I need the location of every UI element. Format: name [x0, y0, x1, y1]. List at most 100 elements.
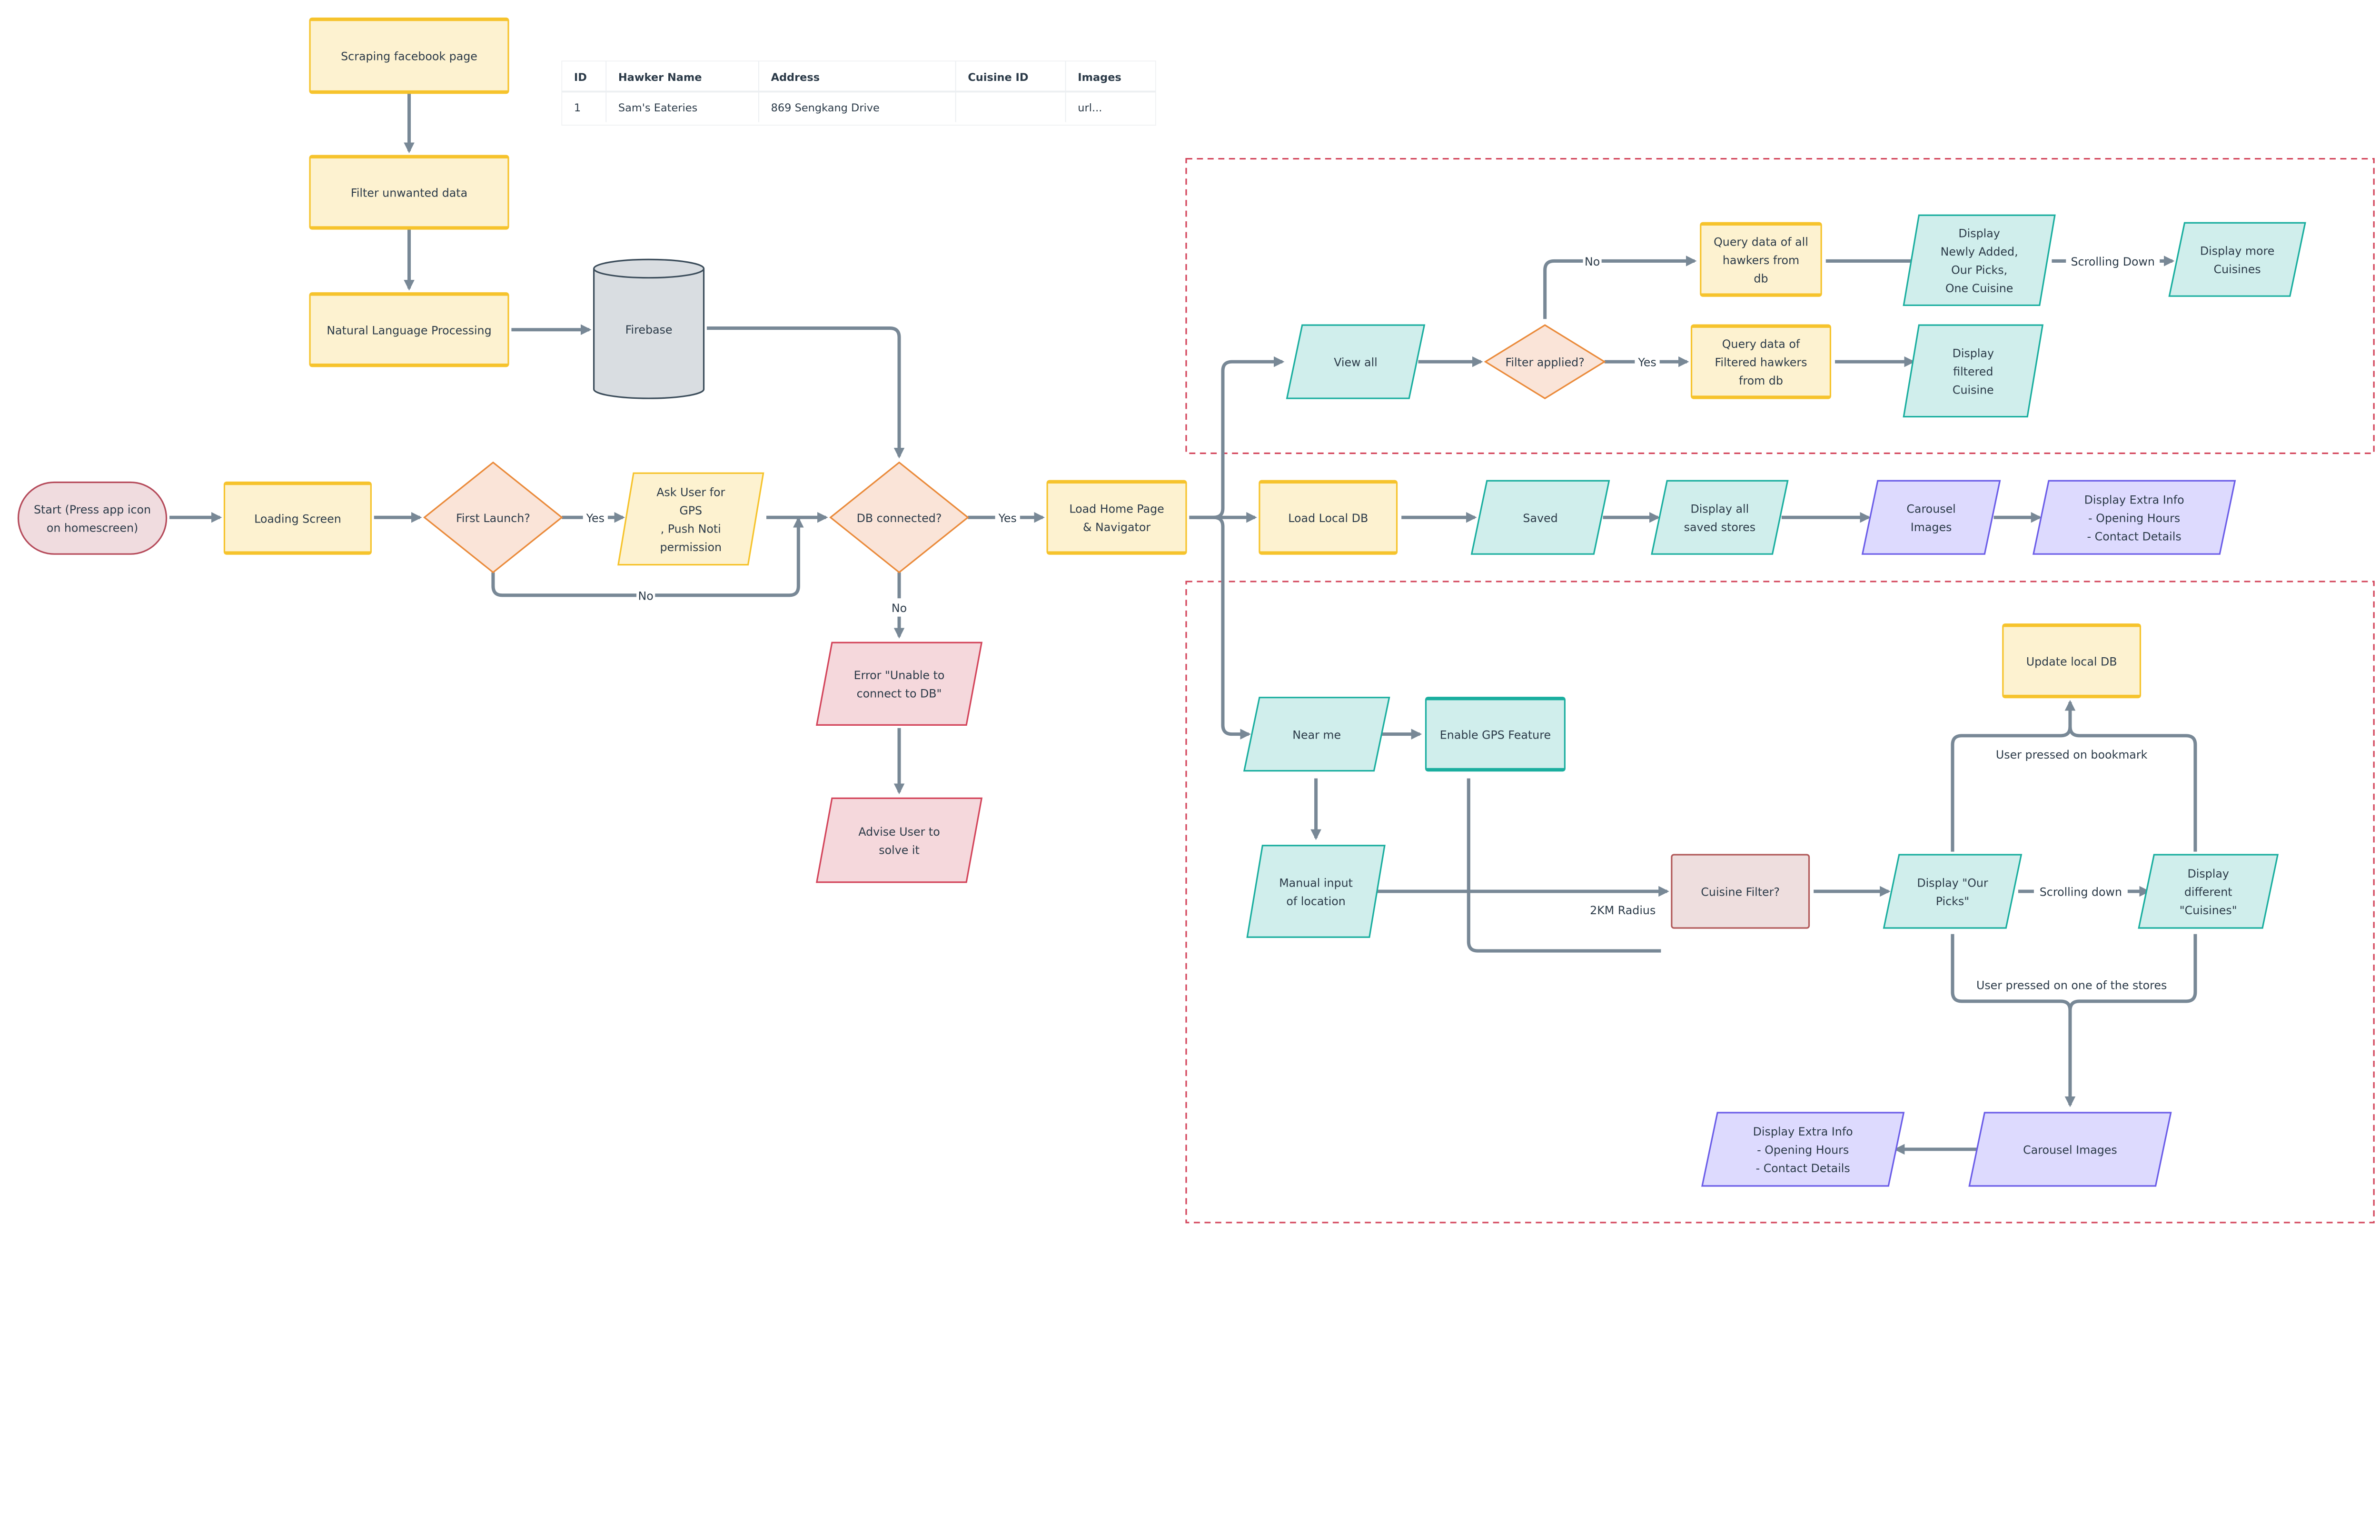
edge-label-bookmark: User pressed on bookmark [1996, 748, 2148, 761]
para-shape [1701, 1112, 1905, 1187]
edge-label-scrolling-down-top: Scrolling Down [2066, 252, 2160, 270]
para-shape [1243, 697, 1390, 772]
node-nlp[interactable]: Natural Language Processing [309, 292, 509, 367]
node-load-home[interactable]: Load Home Page& Navigator [1046, 480, 1187, 555]
node-label: Saved [1523, 512, 1557, 525]
node-label: Cuisine Filter? [1701, 886, 1780, 899]
rect-shape [1046, 480, 1187, 555]
para-shape [1286, 324, 1426, 399]
para-shape [2032, 480, 2236, 555]
node-first-launch[interactable]: First Launch? [423, 461, 563, 573]
node-extra-bottom[interactable]: Display Extra Info- Opening Hours- Conta… [1701, 1112, 1905, 1187]
node-load-local[interactable]: Load Local DB [1259, 480, 1398, 555]
node-label: View all [1334, 356, 1378, 369]
node-cuisine-filter[interactable]: Cuisine Filter? [1671, 854, 1810, 929]
diamond-shape [1484, 324, 1606, 399]
para-shape [1903, 324, 2044, 418]
node-label: Near me [1292, 728, 1341, 741]
edge-label-filter-yes: Yes [1635, 352, 1660, 371]
node-extra-top[interactable]: Display Extra Info- Opening Hours- Conta… [2032, 480, 2236, 555]
svg-text:User pressed on bookmark: User pressed on bookmark [1996, 748, 2148, 761]
diamond-shape [423, 461, 563, 573]
edge-label-scrolling-down-bottom: Scrolling down [2033, 882, 2128, 901]
node-label: First Launch? [456, 512, 530, 525]
svg-text:Scrolling down: Scrolling down [2040, 886, 2122, 899]
node-label: Natural Language Processing [327, 324, 491, 337]
node-loading[interactable]: Loading Screen [223, 481, 372, 555]
table-cell: 1 [574, 102, 581, 114]
node-label: Load Home Page& Navigator [1069, 503, 1164, 534]
svg-text:2KM Radius: 2KM Radius [1590, 904, 1656, 917]
connector-arrow [706, 326, 905, 459]
connector-arrow [2068, 726, 2197, 852]
edge-label-radius: 2KM Radius [1590, 904, 1656, 917]
para-shape [1470, 480, 1610, 555]
node-scraping[interactable]: Scraping facebook page [309, 17, 509, 94]
svg-text:Scrolling Down: Scrolling Down [2071, 255, 2155, 268]
node-label: Update local DB [2026, 655, 2117, 668]
connector-arrow [1951, 934, 2076, 1107]
para-shape [815, 797, 983, 883]
node-db-connected[interactable]: DB connected? [829, 461, 969, 573]
node-enable-gps[interactable]: Enable GPS Feature [1425, 697, 1566, 772]
pill-shape [17, 481, 168, 555]
node-view-all[interactable]: View all [1286, 324, 1426, 399]
node-label: Display Extra Info- Opening Hours- Conta… [1753, 1125, 1853, 1175]
node-firebase[interactable]: Firebase [593, 258, 705, 399]
node-label: Carousel Images [2023, 1144, 2117, 1157]
edge-label-filter-no: No [1583, 252, 1602, 270]
para-shape [2138, 854, 2279, 929]
table-cell: url... [1078, 102, 1102, 114]
node-label: Display Extra Info- Opening Hours- Conta… [2084, 493, 2184, 543]
node-filter-unwanted[interactable]: Filter unwanted data [309, 155, 509, 230]
svg-text:Yes: Yes [1637, 356, 1656, 369]
svg-text:No: No [1585, 255, 1600, 268]
connector-arrow [1543, 256, 1697, 319]
para-shape [1651, 480, 1789, 555]
node-saved[interactable]: Saved [1470, 480, 1610, 555]
svg-text:Yes: Yes [998, 512, 1017, 525]
edge-label-first-no: No [636, 586, 655, 605]
edge-label-db-no: No [890, 598, 909, 617]
node-update-local[interactable]: Update local DB [2002, 623, 2142, 699]
para-shape [1883, 854, 2023, 929]
table-header: ID [574, 71, 587, 84]
group-view-all [1185, 158, 2375, 454]
node-near-me[interactable]: Near me [1243, 697, 1390, 772]
connector-arrow [1467, 778, 1661, 953]
node-carousel-bottom[interactable]: Carousel Images [1968, 1112, 2172, 1187]
node-label: Load Local DB [1288, 512, 1368, 525]
table-header: Hawker Name [618, 71, 702, 84]
connector-arrow [1213, 515, 1251, 740]
table-header: Address [771, 71, 820, 84]
node-filter-applied[interactable]: Filter applied? [1484, 324, 1606, 399]
table-cell: Sam's Eateries [618, 102, 697, 114]
node-label: Scraping facebook page [341, 50, 477, 63]
